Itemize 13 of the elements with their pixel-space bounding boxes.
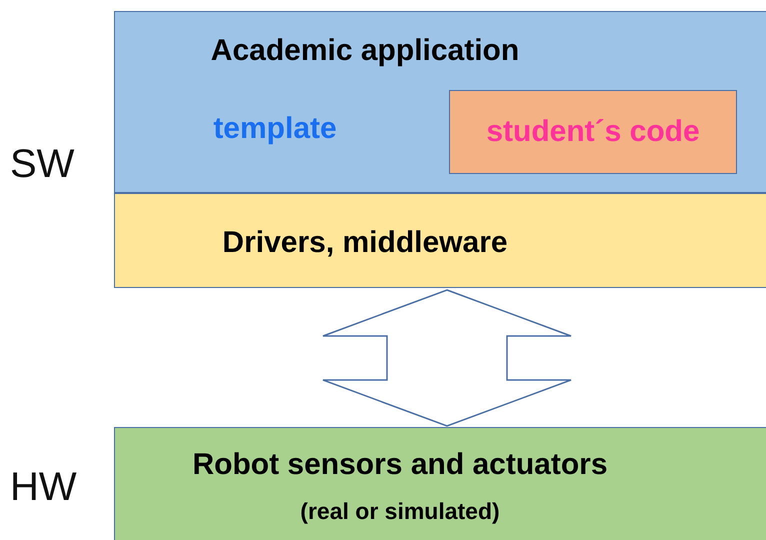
layer-label: Drivers, middleware [221, 226, 509, 260]
application-panel [114, 11, 766, 193]
layer-tag: SW [10, 142, 74, 187]
middleware-layer [114, 193, 766, 288]
code-box [449, 90, 737, 174]
hardware-layer [114, 427, 766, 540]
layer-tag: HW [10, 465, 77, 510]
panel-heading: Academic application [210, 34, 520, 68]
double-block-arrow [322, 289, 572, 427]
layer-sublabel: (real or simulated) [299, 498, 501, 525]
region-label: template [212, 112, 338, 146]
layer-label: Robot sensors and actuators [191, 448, 609, 482]
box-label: student´s code [485, 115, 701, 149]
